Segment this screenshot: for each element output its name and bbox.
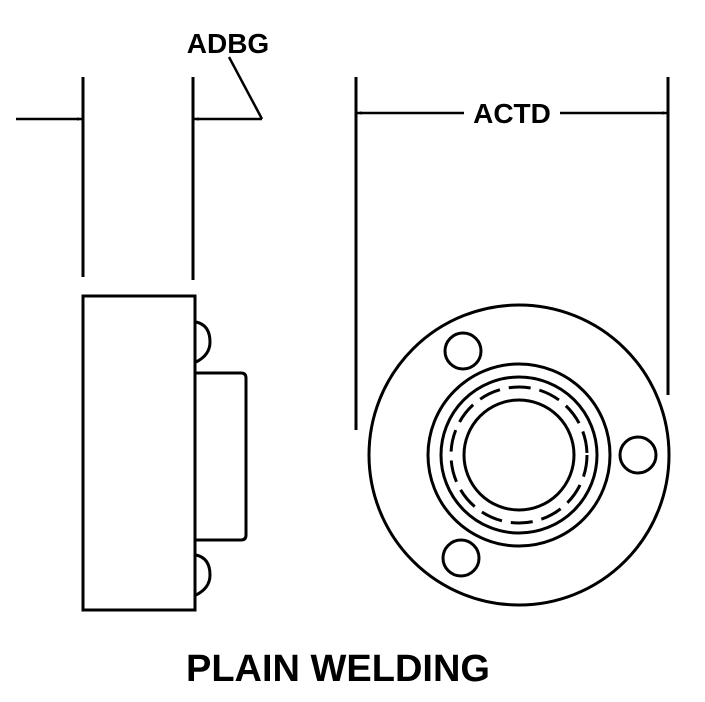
hub-inner-circle [439,375,599,535]
bolt-hole [618,435,658,475]
hidden-thread-circle [449,385,589,525]
bore-circle [462,398,576,512]
hub-side [195,371,248,542]
diameter-dimension-label: ACTD [473,98,551,129]
flange-outer-circle [367,303,671,607]
bolt-head-bottom [195,553,212,597]
bolt-hole [441,538,481,578]
bolt-head-top [195,320,212,364]
front-view [354,77,671,607]
hub-outer-circle [426,362,612,548]
thickness-dimension-label: ADBG [187,28,269,59]
bolt-hole [443,331,483,371]
leader-line [227,56,264,120]
flange-body-side [81,294,197,612]
drawing-caption: PLAIN WELDING [186,648,490,690]
side-view [16,56,264,612]
